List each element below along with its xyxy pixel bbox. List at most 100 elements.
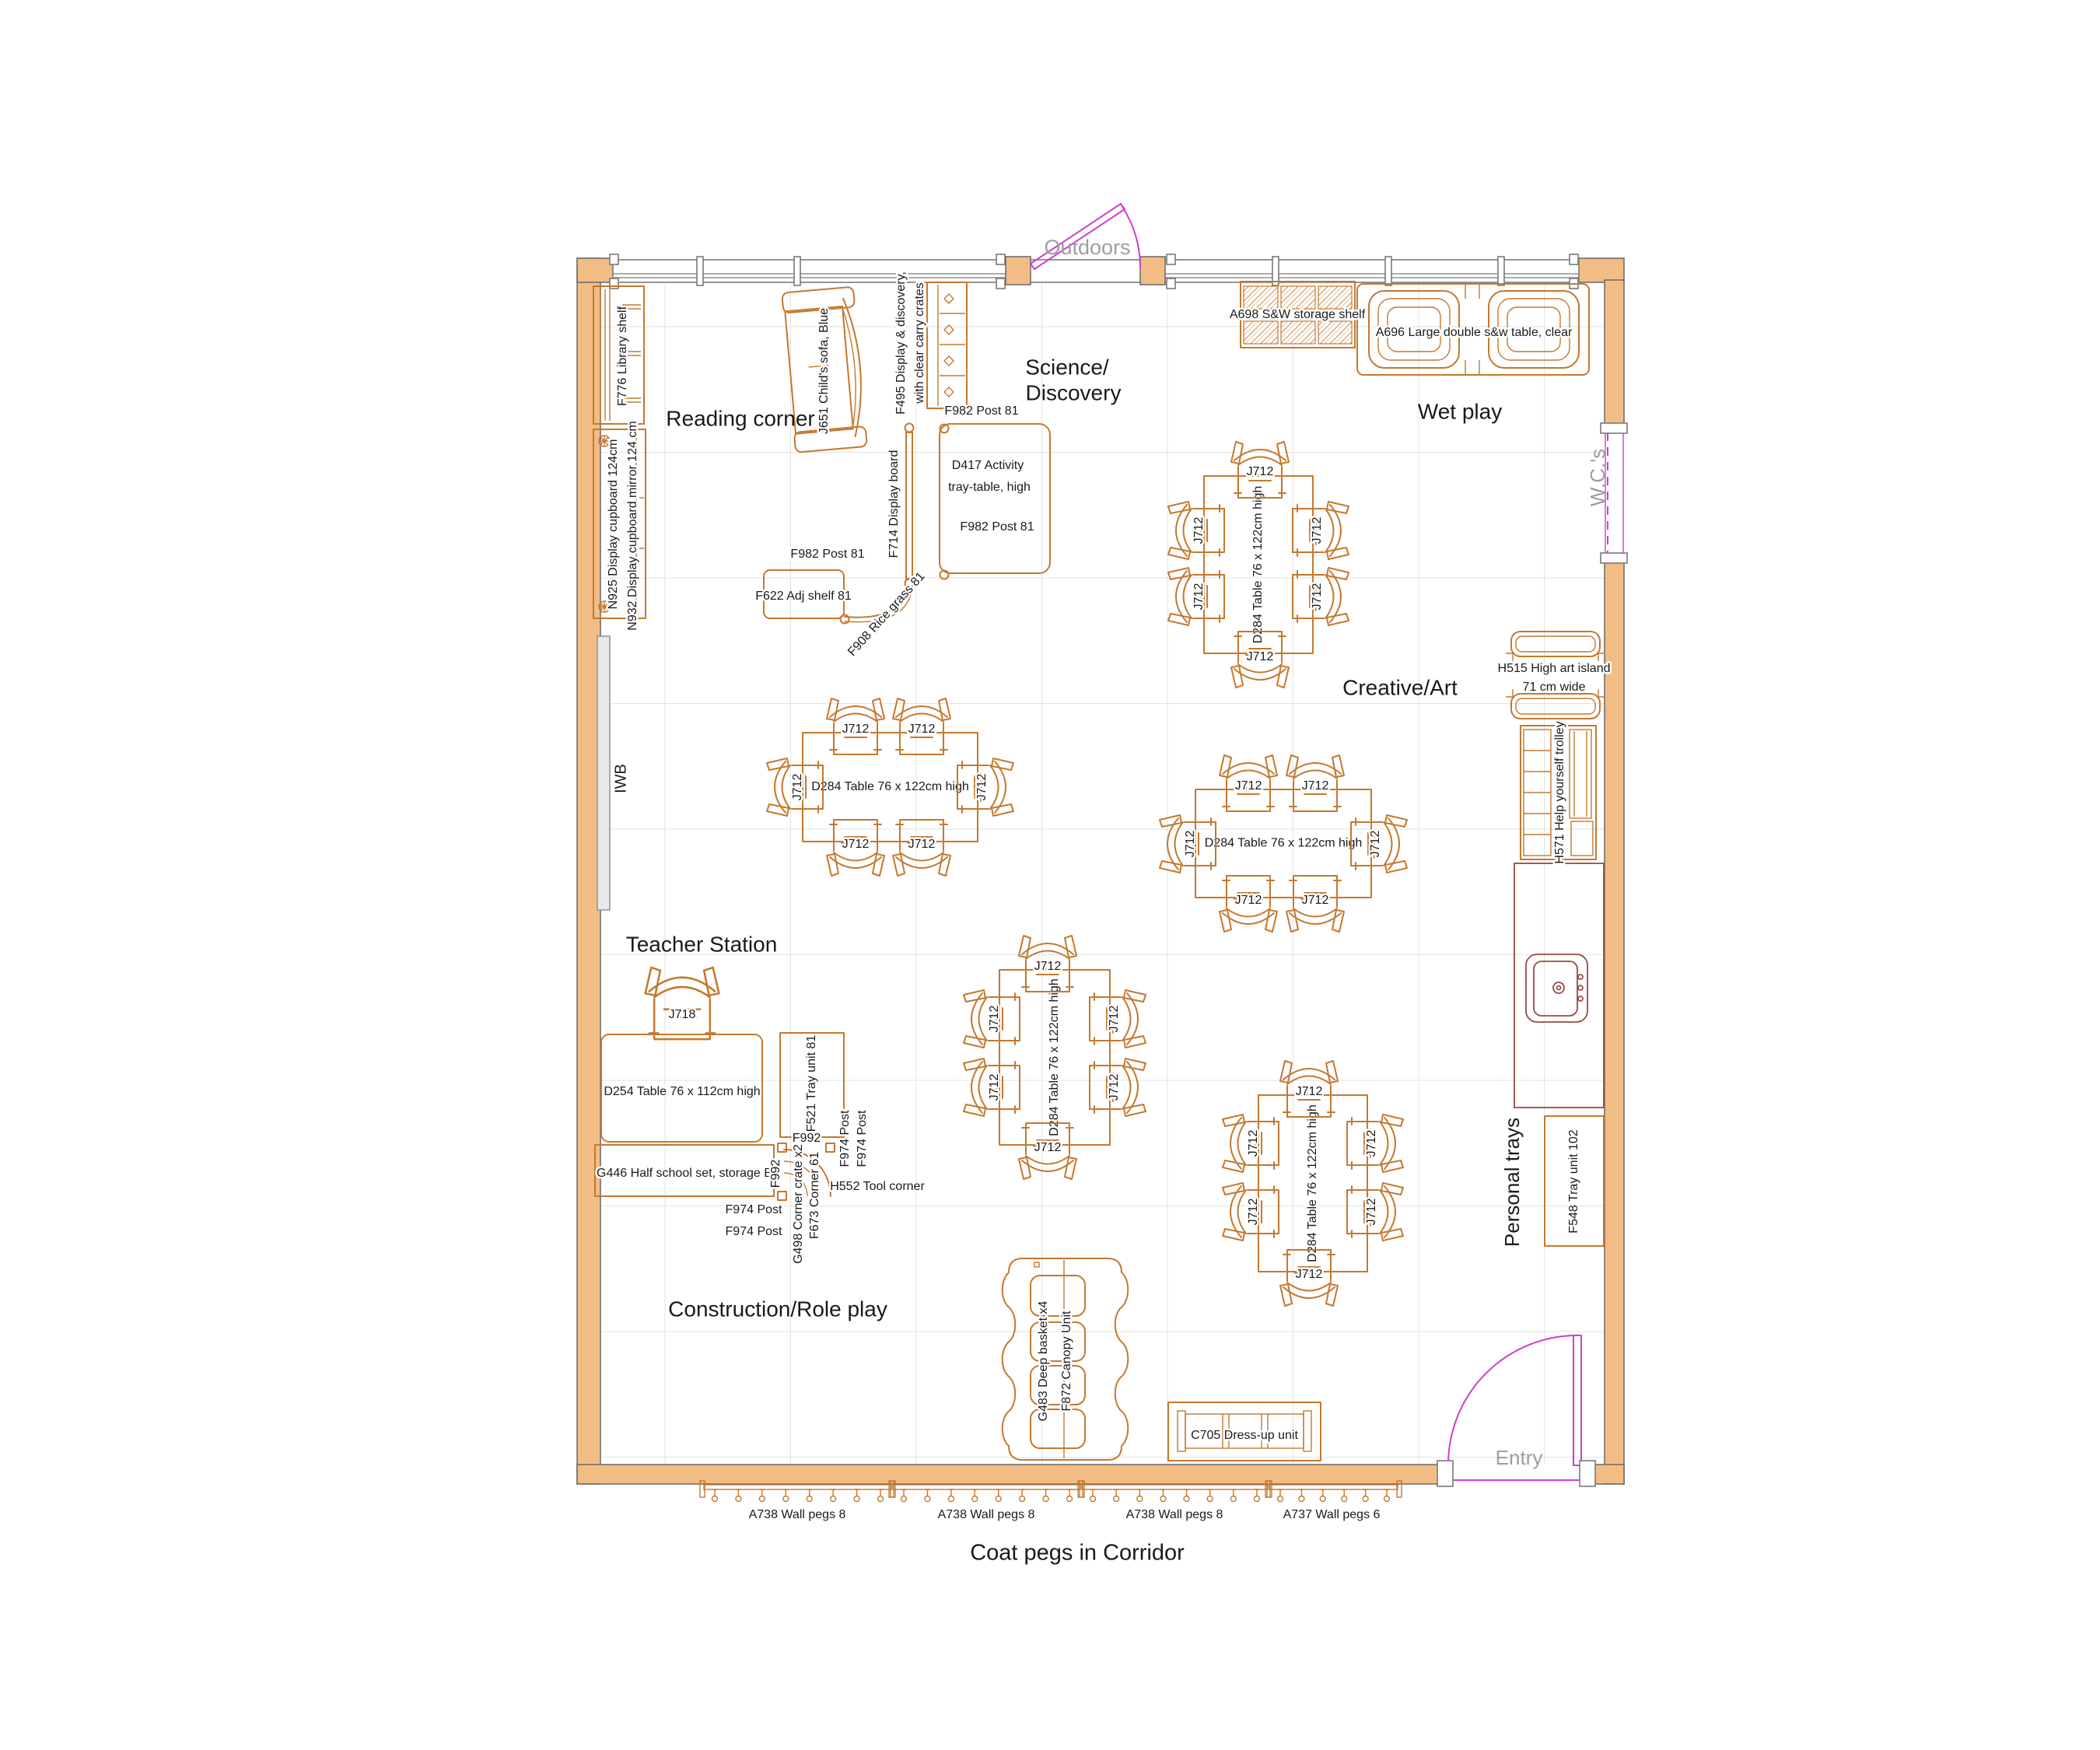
chair-label: J712	[1184, 831, 1197, 858]
label-g483: G483 Deep basket x4	[1037, 1301, 1050, 1422]
chair-label: J712	[1034, 960, 1062, 973]
table-d284-right	[1195, 789, 1372, 898]
peg-icon	[996, 1489, 1001, 1496]
table-d254	[600, 1034, 763, 1143]
label-h515-line1: H515 High art island	[1498, 662, 1611, 675]
high-art-island-h515	[1506, 631, 1605, 719]
deep-basket-g483	[1030, 1365, 1086, 1405]
door-jamb-right	[1139, 256, 1166, 285]
area-reading-corner: Reading corner	[666, 406, 814, 430]
activity-tray-table-d417-posts	[939, 423, 950, 580]
peg-rail-2-label: A738 Wall pegs 8	[938, 1508, 1035, 1521]
peg-icon	[1184, 1489, 1189, 1496]
chair-label: J712	[1302, 894, 1329, 907]
area-wet-play: Wet play	[1418, 399, 1502, 423]
peg-icon	[759, 1489, 765, 1496]
display-cupboard-n925-n932	[593, 429, 646, 619]
peg-icon	[783, 1489, 789, 1496]
peg-icon	[1342, 1489, 1347, 1496]
peg-icon	[831, 1489, 836, 1496]
dress-up-unit-c705	[1167, 1402, 1321, 1461]
table-d284-left-label: D284 Table 76 x 122cm high	[811, 780, 969, 793]
chair-label: J712	[1311, 583, 1324, 611]
label-g498: G498 Corner crate x2	[792, 1144, 805, 1264]
teacher-station-units	[594, 1032, 845, 1201]
chair-label: J712	[1247, 465, 1274, 478]
table-d284-creative-label: D284 Table 76 x 122cm high	[1251, 486, 1265, 644]
label-a696: A696 Large double s&w table, clear	[1376, 326, 1573, 339]
label-f982-mid: F982 Post 81	[960, 520, 1034, 534]
peg-rail-3-label: A738 Wall pegs 8	[1126, 1508, 1223, 1521]
chair-label: J712	[988, 1006, 1001, 1033]
peg-icon	[948, 1489, 954, 1496]
label-f974-v2: F974 Post	[856, 1110, 869, 1167]
chair-label: J712	[1108, 1074, 1121, 1101]
table-d284-creative	[1203, 475, 1314, 654]
storage-shelf-a698	[1240, 281, 1356, 348]
chair-label: J712	[975, 774, 989, 801]
label-h552: H552 Tool corner	[830, 1180, 925, 1193]
wc-cap-top	[1600, 422, 1628, 434]
area-personal-trays: Personal trays	[1500, 1118, 1524, 1247]
sink-tap-icon	[1577, 996, 1584, 1002]
peg-rail-3: A738 Wall pegs 8	[1077, 1480, 1272, 1521]
peg-icon	[1114, 1489, 1119, 1496]
peg-rail-2: A738 Wall pegs 8	[888, 1480, 1085, 1521]
outdoors-door-swing-arc	[1122, 206, 1141, 268]
area-construction-role-play: Construction/Role play	[668, 1297, 887, 1321]
window-wall	[609, 254, 1580, 289]
chair-label: J712	[1235, 894, 1262, 907]
deep-basket-g483	[1030, 1275, 1086, 1317]
area-teacher-station: Teacher Station	[626, 932, 778, 956]
chair-label: J712	[1302, 779, 1329, 793]
chair-label: J712	[908, 723, 936, 736]
peg-icon	[878, 1489, 883, 1496]
chair-label: J712	[1235, 779, 1262, 793]
entry-door-leaf	[1573, 1335, 1582, 1466]
double-sw-table-a696	[1356, 283, 1590, 376]
chair-label: J712	[1034, 1141, 1062, 1154]
display-board-f714	[904, 422, 915, 589]
peg-icon	[1137, 1489, 1143, 1496]
label-d417-line2: tray-table, high	[948, 481, 1031, 494]
sink-drain-icon	[1556, 985, 1562, 991]
caption-coat-pegs: Coat pegs in Corridor	[970, 1541, 1185, 1566]
peg-icon	[1384, 1489, 1389, 1496]
chair-label: J712	[1311, 517, 1324, 544]
walls	[576, 257, 1625, 1485]
help-yourself-trolley-h571	[1520, 725, 1597, 860]
label-f872: F872 Canopy Unit	[1060, 1311, 1073, 1412]
door-jamb-left	[1005, 256, 1031, 285]
peg-icon	[972, 1489, 978, 1496]
label-n932: N932 Display cupboard mirror 124 cm	[626, 421, 639, 630]
post-icon	[777, 1191, 787, 1201]
half-school-set-g446	[594, 1144, 775, 1197]
peg-icon	[1299, 1489, 1304, 1496]
window-mullions	[696, 256, 1505, 286]
chair-label: J712	[1296, 1268, 1323, 1281]
canopy-unit-f872	[1001, 1258, 1129, 1461]
chair-label: J712	[1247, 1130, 1260, 1157]
peg-icon	[1320, 1489, 1325, 1496]
peg-icon	[1278, 1489, 1283, 1496]
peg-icon	[1230, 1489, 1236, 1496]
window-inner-lines	[613, 273, 1579, 278]
flower-icon	[598, 600, 611, 613]
flower-icon	[598, 435, 611, 447]
peg-icon	[1363, 1489, 1368, 1496]
window-band	[612, 259, 1580, 283]
label-d417-line1: D417 Activity	[952, 459, 1024, 472]
label-h515-line2: 71 cm wide	[1523, 681, 1586, 694]
wall-right-upper	[1604, 279, 1625, 431]
peg-rail-4-label: A737 Wall pegs 6	[1283, 1508, 1381, 1521]
peg-icon	[1090, 1489, 1095, 1496]
label-f673: F673 Corner 61	[808, 1152, 821, 1239]
area-science-line2: Discovery	[1026, 380, 1122, 404]
label-f982-low: F982 Post 81	[790, 548, 864, 561]
label-f974-h1: F974 Post	[726, 1203, 782, 1216]
peg-icon	[1207, 1489, 1213, 1496]
corner-unit-f673	[777, 1143, 835, 1201]
childs-sofa-j651	[781, 286, 868, 453]
